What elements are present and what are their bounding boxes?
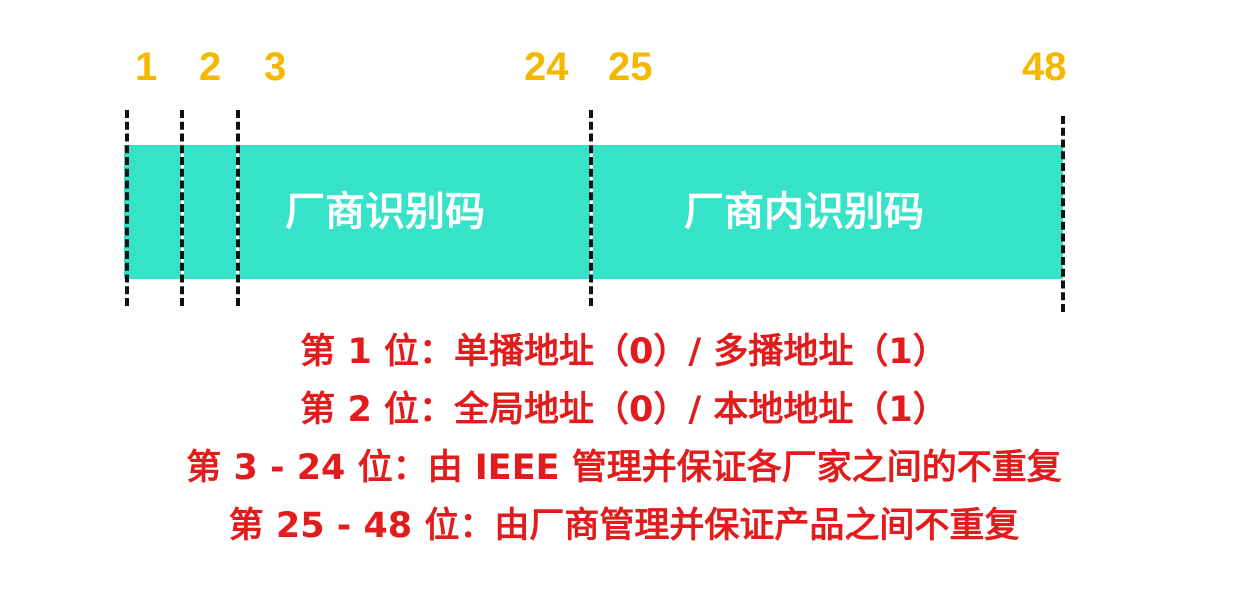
boundary-tick-48 [1061, 116, 1065, 312]
description-bits-3-24: 第 3 - 24 位：由 IEEE 管理并保证各厂家之间的不重复 [186, 448, 1062, 488]
boundary-tick-3 [236, 110, 240, 306]
bit-label-2: 2 [199, 45, 222, 89]
description-bit-1: 第 1 位：单播地址（0）/ 多播地址（1） [300, 332, 948, 372]
oui-field-label: 厂商识别码 [285, 189, 485, 235]
bit-label-3: 3 [264, 45, 287, 89]
boundary-tick-24 [589, 110, 593, 306]
bit-label-25: 25 [608, 45, 653, 89]
description-bits-25-48: 第 25 - 48 位：由厂商管理并保证产品之间不重复 [228, 506, 1020, 546]
bit-label-24: 24 [524, 45, 569, 89]
mac-address-bar [124, 145, 1063, 279]
bit-label-1: 1 [135, 45, 158, 89]
nic-field-label: 厂商内识别码 [684, 189, 924, 235]
boundary-tick-1 [125, 110, 129, 306]
description-bit-2: 第 2 位：全局地址（0）/ 本地地址（1） [300, 390, 948, 430]
boundary-tick-2 [180, 110, 184, 306]
bit-label-48: 48 [1022, 45, 1067, 89]
